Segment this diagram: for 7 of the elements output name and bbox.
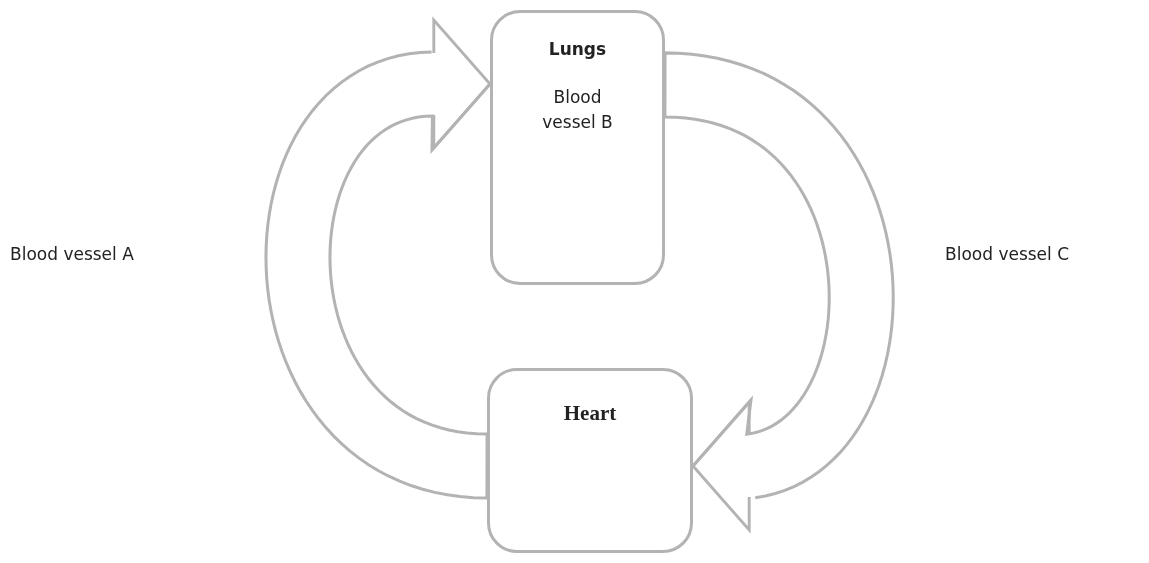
vessel-label: Blood vessel A (10, 244, 134, 264)
organ-name: Lungs (547, 39, 608, 59)
organ-box (487, 368, 693, 553)
organ-name: Heart (562, 401, 618, 426)
vessel-label: Blood vessel B (541, 86, 614, 134)
vessel-label: Blood vessel C (945, 244, 1070, 264)
organ-box (490, 10, 665, 285)
